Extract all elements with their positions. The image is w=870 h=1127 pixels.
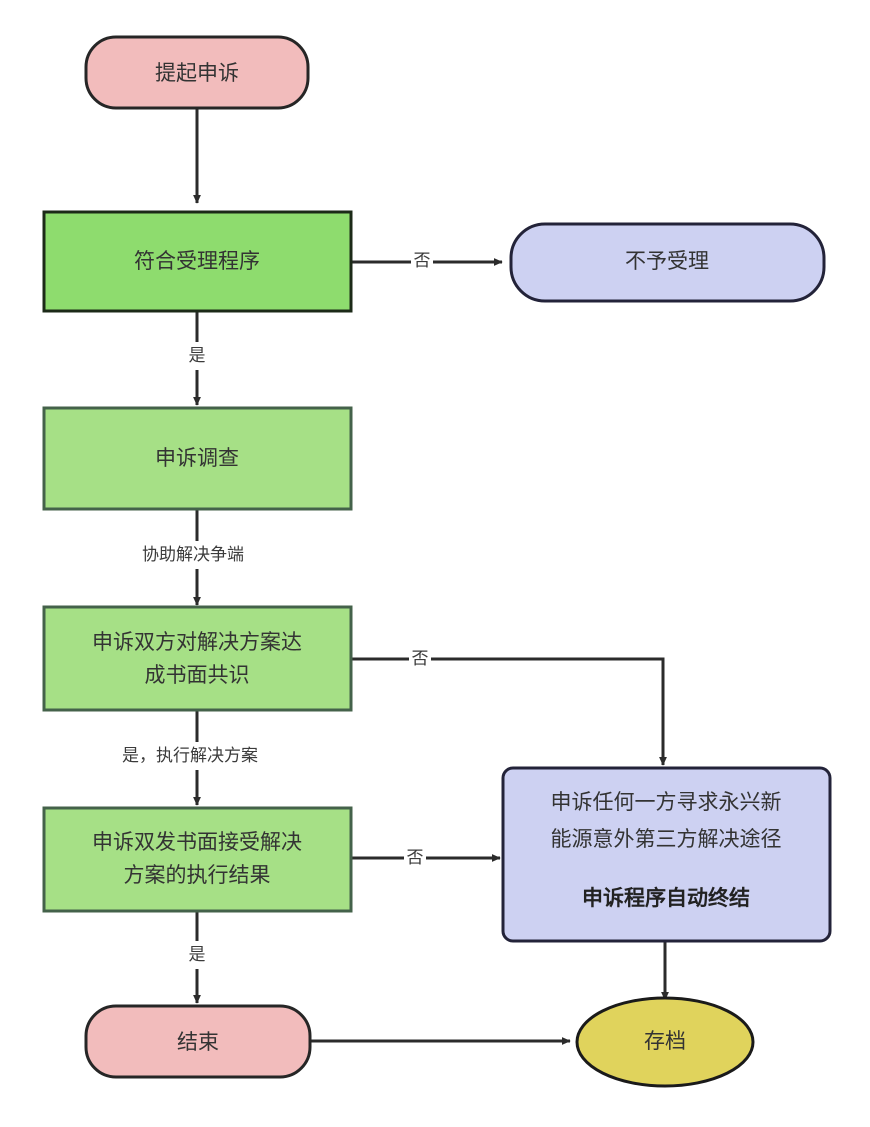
node-archive[interactable]: 存档 [575,996,755,1088]
node-label: 提起申诉 [155,61,239,85]
edge-label-n6-n8: 是 [189,945,206,965]
edge-label-bg [131,541,255,569]
node-submit-appeal[interactable]: 提起申诉 [84,35,310,110]
node-shape-rect [42,406,353,511]
node-shape-rect [42,210,353,313]
node-label-line1: 申诉双发书面接受解决 [92,830,302,854]
node-label: 符合受理程序 [134,249,260,273]
edge-label-n2-n3: 否 [414,251,431,271]
edge-label-n2-n4: 是 [189,346,206,366]
node-label-line3: 申诉程序自动终结 [582,886,750,910]
edge-label-bg [409,645,431,673]
edge-label-n5-n6: 是，执行解决方案 [122,746,258,766]
node-label: 存档 [644,1029,686,1053]
edge-label-n5-n7: 否 [412,649,429,669]
node-label: 结束 [177,1030,219,1054]
node-label-line2: 能源意外第三方解决途径 [551,827,782,851]
edge-label-n6-n7: 否 [407,848,424,868]
node-shape-rounded-rect [501,766,832,943]
node-appeal-investigation[interactable]: 申诉调查 [42,406,353,511]
edge-label-bg [186,342,208,370]
edge-label-bg [404,844,426,872]
node-shape-stadium [84,1004,312,1079]
node-label-line1: 申诉任何一方寻求永兴新 [551,790,782,814]
node-not-accepted[interactable]: 不予受理 [509,222,826,303]
node-label-line1: 申诉双方对解决方案达 [92,630,302,654]
node-shape-rect [42,806,353,913]
edge-label-n4-n5: 协助解决争端 [142,545,244,565]
node-label: 不予受理 [625,249,709,273]
edge-label-layer: 否 是 协助解决争端 否 是，执行解决方案 否 是 [104,247,433,969]
edge-n5-n7 [351,657,667,766]
node-shape-stadium [509,222,826,303]
node-label-line2: 方案的执行结果 [124,863,271,887]
node-meets-acceptance-procedure[interactable]: 符合受理程序 [42,210,353,313]
node-written-consensus[interactable]: 申诉双方对解决方案达 成书面共识 [42,605,353,712]
node-end[interactable]: 结束 [84,1004,312,1079]
node-third-party-resolution[interactable]: 申诉任何一方寻求永兴新 能源意外第三方解决途径 申诉程序自动终结 [501,766,832,943]
node-shape-ellipse [575,996,755,1088]
node-shape-stadium [84,35,310,110]
edge-label-bg [186,941,208,969]
edge-label-bg [104,742,276,770]
node-label: 申诉调查 [155,446,239,470]
node-accept-execution-result[interactable]: 申诉双发书面接受解决 方案的执行结果 [42,806,353,913]
edge-label-bg [411,247,433,275]
node-label-line2: 成书面共识 [145,663,250,687]
node-shape-rect [42,605,353,712]
